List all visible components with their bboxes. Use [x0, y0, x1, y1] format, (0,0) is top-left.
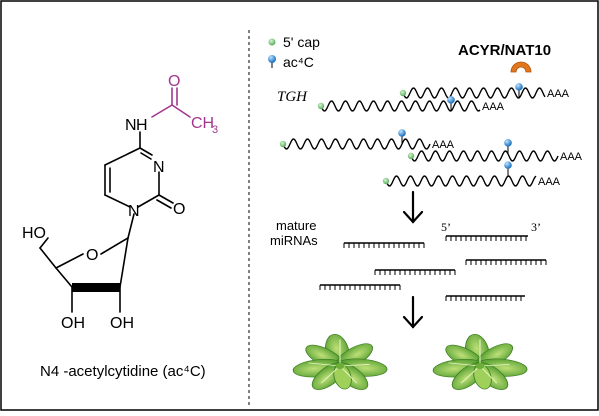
- bond-c2-n1: [137, 194, 160, 208]
- enzyme-label: ACYR/NAT10: [458, 42, 551, 59]
- ac4c-mark-icon: [447, 96, 455, 104]
- atom-o-acetyl: O: [168, 73, 180, 90]
- rna-strand: [282, 138, 431, 150]
- bond-c1p-o4p: [100, 237, 129, 255]
- legend-label-cap: 5' cap: [283, 34, 320, 50]
- enzyme-shape-icon: [510, 61, 532, 73]
- atom-o2: O: [173, 201, 185, 218]
- bond-o4p-c4p: [55, 253, 84, 269]
- bond-c5p-o5p: [39, 237, 49, 249]
- molecule-structure: [39, 87, 191, 313]
- mirna-duplexes: [319, 235, 547, 301]
- rna-strand: [320, 100, 481, 112]
- bond-c5-c4: [104, 147, 141, 166]
- three-prime-label: 3’: [531, 220, 541, 234]
- atom-o-ring: O: [86, 247, 98, 264]
- five-prime-cap-icon: [279, 140, 287, 148]
- atom-h-top: H: [136, 117, 148, 134]
- bond-c4-n3-double: [140, 152, 152, 160]
- atom-labels: N H O CH 3 N N O O HO OH OH: [22, 73, 218, 332]
- five-prime-cap-icon: [317, 102, 325, 110]
- bond-c2-o: [158, 194, 174, 204]
- bond-c4p-c3p: [55, 267, 73, 288]
- poly-a-label: AAA: [538, 176, 561, 188]
- atom-ch3: CH: [191, 115, 214, 132]
- poly-a-label: AAA: [560, 151, 583, 163]
- ac4c-mark-icon: [515, 83, 523, 91]
- blue-lollipop-icon: [268, 55, 276, 63]
- legend-label-ac4c: ac⁴C: [283, 54, 314, 70]
- atom-ch3-subscript: 3: [212, 124, 218, 136]
- atom-n-top: N: [125, 117, 137, 134]
- five-prime-cap-icon: [399, 89, 407, 97]
- mature-label-line2: miRNAs: [270, 233, 318, 248]
- bond-c4p-c5p: [39, 247, 57, 269]
- arrow-down-2: [402, 295, 424, 329]
- bond-n-acyl: [151, 104, 173, 118]
- molecule-name: N4 -acetylcytidine (ac⁴C): [40, 363, 206, 380]
- bond-c3p-c2p-bold: [72, 283, 120, 292]
- arrow-down-1: [402, 190, 424, 224]
- poly-a-label: AAA: [482, 101, 505, 113]
- five-prime-cap-icon: [382, 177, 390, 185]
- rosette-plant-icon: [291, 332, 389, 395]
- rna-strand: [402, 87, 546, 99]
- atom-n3: N: [153, 159, 165, 176]
- bond-methyl: [171, 104, 191, 118]
- atom-ho5: HO: [22, 225, 46, 242]
- five-prime-cap-icon: [407, 152, 415, 160]
- bond-c4-n3: [139, 147, 153, 156]
- ac4c-mark-icon: [504, 139, 512, 147]
- bond-c2p-c1p: [119, 237, 129, 288]
- ac4c-mark-icon: [504, 161, 512, 169]
- bond-n1-c1p: [127, 213, 135, 239]
- poly-a-label: AAA: [432, 139, 455, 151]
- bond-n1-c6: [104, 194, 131, 208]
- rna-strand: [410, 150, 559, 162]
- poly-a-label: AAA: [547, 88, 570, 100]
- gene-label: TGH: [277, 89, 308, 105]
- five-prime-label: 5’: [441, 220, 451, 234]
- ac4c-mark-icon: [398, 129, 406, 137]
- rna-strands: AAA AAA AAA AAA AAA: [279, 83, 583, 188]
- legend: 5' cap ac⁴C: [268, 34, 320, 70]
- bond-c2-o-double: [156, 199, 172, 209]
- atom-n1: N: [128, 203, 140, 220]
- mature-label-line1: mature: [276, 218, 316, 233]
- rosette-plant-icon: [431, 332, 529, 395]
- atom-oh2: OH: [110, 315, 134, 332]
- rna-strand: [385, 175, 537, 187]
- atom-oh3: OH: [61, 315, 85, 332]
- green-dot-icon: [268, 38, 276, 46]
